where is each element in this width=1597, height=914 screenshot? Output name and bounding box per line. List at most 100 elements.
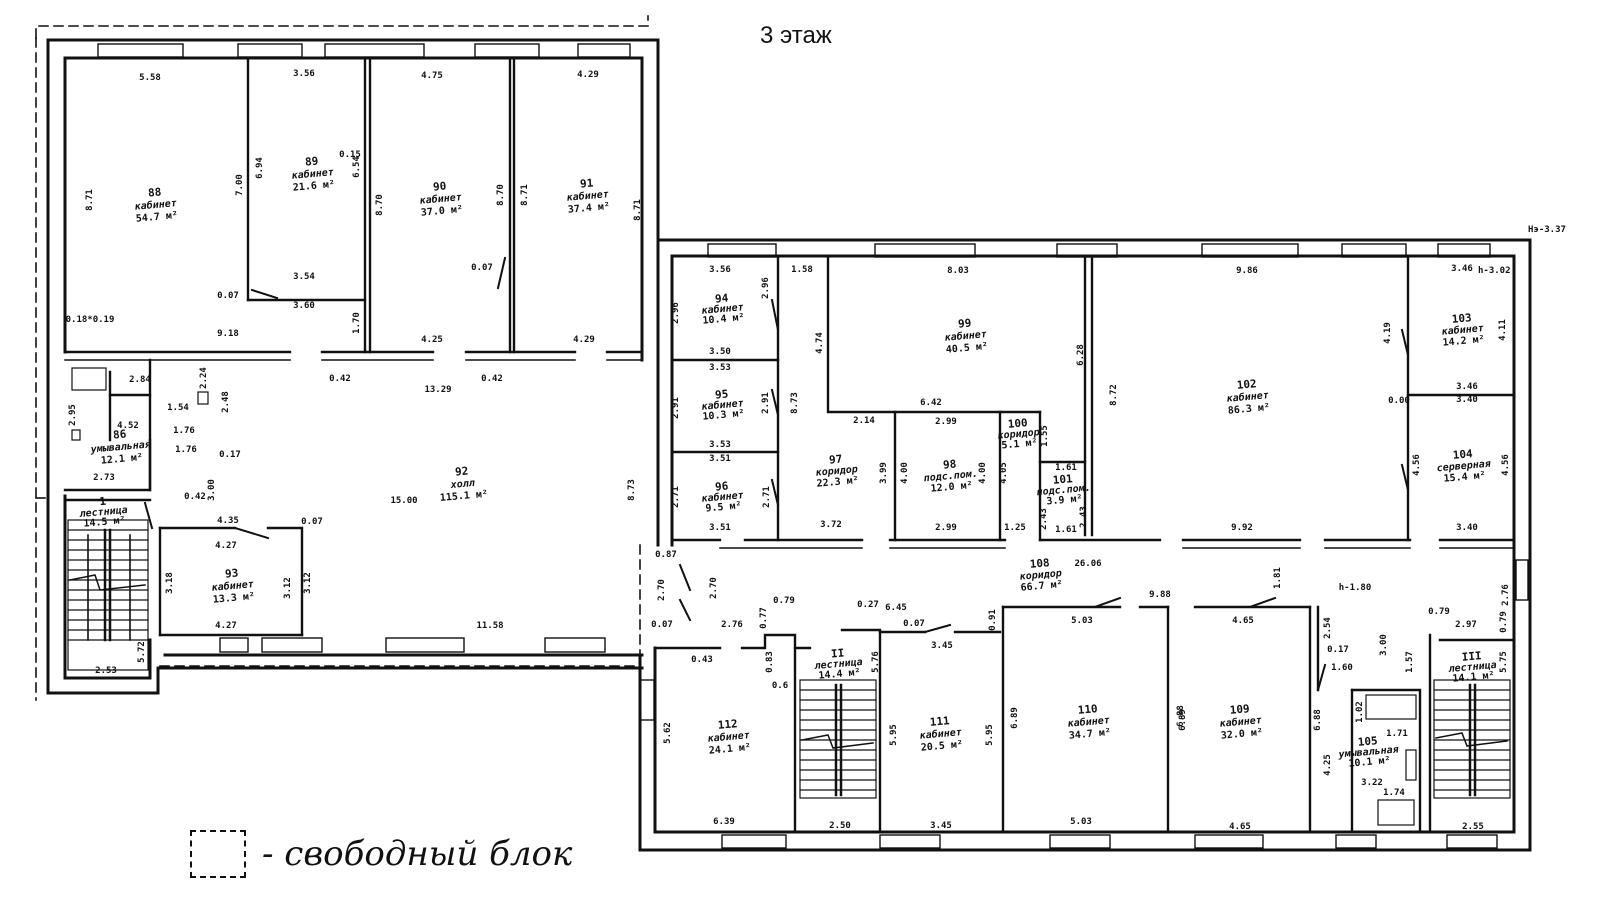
room-112-name: кабинет	[707, 729, 750, 745]
room-103-name: кабинет	[1441, 322, 1484, 338]
dimension-label: 2.14	[853, 416, 875, 426]
room-98-area: 12.0 м²	[930, 480, 973, 495]
room-99-name: кабинет	[944, 328, 987, 344]
room-90-name: кабинет	[419, 191, 462, 207]
dimension-label: 3.56	[293, 69, 315, 79]
room-94: 94 кабинет 10.4 м²	[701, 291, 745, 326]
dimension-label: 5.95	[889, 724, 899, 746]
dimension-label: 3.53	[709, 363, 731, 373]
room-108-area: 66.7 м²	[1020, 579, 1063, 594]
room-92-area: 115.1 м²	[439, 489, 488, 504]
room-stair-3-area: 14.1 м²	[1452, 670, 1495, 685]
room-104-area: 15.4 м²	[1443, 470, 1486, 485]
door-swings	[143, 256, 1410, 692]
room-stair-1-area: 14.5 м²	[83, 515, 126, 530]
room-98-name: подс.пом.	[923, 469, 978, 485]
dimension-label: 4.27	[215, 541, 237, 551]
room-105-name: умывальная	[1337, 744, 1399, 760]
dimension-label: 2.70	[657, 579, 667, 601]
dimension-label: 0.83	[765, 651, 775, 673]
room-97: 97 коридор 22.3 м²	[815, 452, 859, 489]
room-109-area: 32.0 м²	[1220, 727, 1263, 742]
dimension-label: 4.11	[1498, 319, 1508, 341]
windows	[97, 43, 1529, 849]
dimension-label: 4.00	[978, 462, 988, 484]
stairs-1	[67, 519, 149, 671]
dimension-label: 2.99	[935, 417, 957, 427]
dimension-label: 0.87	[655, 550, 677, 560]
dimension-label: 0.43	[691, 655, 713, 665]
dimension-label: 4.74	[815, 332, 825, 354]
room-stair-1: 1 лестница 14.5 м²	[78, 495, 128, 530]
dimension-label: 1.25	[1004, 523, 1026, 533]
room-103-number: 103	[1451, 311, 1472, 326]
room-stair-1-name: лестница	[78, 505, 128, 520]
room-88-area: 54.7 м²	[135, 210, 178, 225]
room-95: 95 кабинет 10.3 м²	[701, 387, 745, 423]
dimension-label: 2.99	[935, 523, 957, 533]
dimension-label: 2.43	[1079, 506, 1089, 528]
dimension-label: 0.42	[481, 374, 503, 384]
legend: - свободный блок	[190, 830, 610, 890]
dimension-label: 6.94	[255, 157, 265, 179]
dimension-label: 4.27	[215, 621, 237, 631]
room-111-area: 20.5 м²	[920, 739, 963, 754]
room-93-name: кабинет	[211, 578, 254, 594]
dimension-label: 0.77	[759, 607, 769, 629]
room-90-number: 90	[433, 179, 447, 193]
dimension-label: 4.29	[577, 70, 599, 80]
dimension-label: 1.74	[1383, 788, 1405, 798]
dimension-label: 2.96	[761, 277, 771, 299]
dimension-label: 6.88	[1313, 709, 1323, 731]
dimension-label: 2.76	[721, 620, 743, 630]
room-92-number: 92	[455, 464, 469, 478]
dimension-label: 3.40	[1456, 523, 1478, 533]
dimension-label: 0.07	[471, 263, 493, 273]
dimension-label: 4.25	[421, 335, 443, 345]
room-103: 103 кабинет 14.2 м²	[1441, 311, 1485, 349]
room-89-name: кабинет	[291, 166, 334, 182]
room-stair-2-area: 14.4 м²	[818, 667, 861, 682]
room-stair-2: II лестница 14.4 м²	[813, 646, 863, 682]
room-102-area: 86.3 м²	[1227, 402, 1270, 417]
dimension-label: 0.07	[217, 291, 239, 301]
dimension-label: 0.07	[651, 620, 673, 630]
dimension-label: 0.27	[857, 600, 879, 610]
dimension-label: 3.60	[293, 301, 315, 311]
room-91-number: 91	[580, 176, 595, 190]
dimension-label: 6.88	[1176, 705, 1186, 727]
room-112: 112 кабинет 24.1 м²	[707, 717, 751, 757]
dimension-label: 4.56	[1412, 454, 1422, 476]
dimension-label: 6.54	[352, 156, 362, 178]
room-108-number: 108	[1029, 556, 1050, 571]
room-102: 102 кабинет 86.3 м²	[1226, 377, 1270, 417]
dimension-label: 8.71	[85, 189, 95, 211]
dimension-label: 1.58	[791, 265, 813, 275]
room-labels: 88 кабинет 54.7 м² 89 кабинет 21.6 м² 90…	[78, 154, 1497, 769]
dimension-label: 4.56	[1501, 454, 1511, 476]
dimension-label: 4.75	[421, 71, 443, 81]
room-91: 91 кабинет 37.4 м²	[566, 176, 610, 215]
dimension-label: 0.17	[219, 450, 241, 460]
free-block-outline	[35, 15, 649, 701]
room-95-area: 10.3 м²	[702, 408, 745, 423]
stairs-2	[799, 679, 877, 799]
dimension-label: 4.65	[1232, 616, 1254, 626]
room-88-number: 88	[148, 185, 162, 199]
room-109: 109 кабинет 32.0 м²	[1219, 702, 1263, 742]
room-110-number: 110	[1077, 702, 1098, 717]
dimension-label: 6.89	[1010, 707, 1020, 729]
room-89-area: 21.6 м²	[292, 179, 335, 194]
room-111: 111 кабинет 20.5 м²	[919, 714, 963, 754]
dimension-label: 0.00	[1388, 396, 1410, 406]
dimension-label: 4.05	[999, 462, 1009, 484]
dimension-label: 0.15	[339, 150, 361, 160]
room-96-number: 96	[715, 479, 730, 493]
dimension-label: 1.60	[1331, 663, 1353, 673]
dimension-label: 2.71	[762, 486, 772, 508]
room-98: 98 подс.пом. 12.0 м²	[923, 457, 978, 495]
dimension-label: 0.17	[1327, 645, 1349, 655]
dimension-label: 0.42	[184, 492, 206, 502]
dimension-label: 4.25	[1323, 754, 1333, 776]
room-88-name: кабинет	[134, 197, 177, 213]
